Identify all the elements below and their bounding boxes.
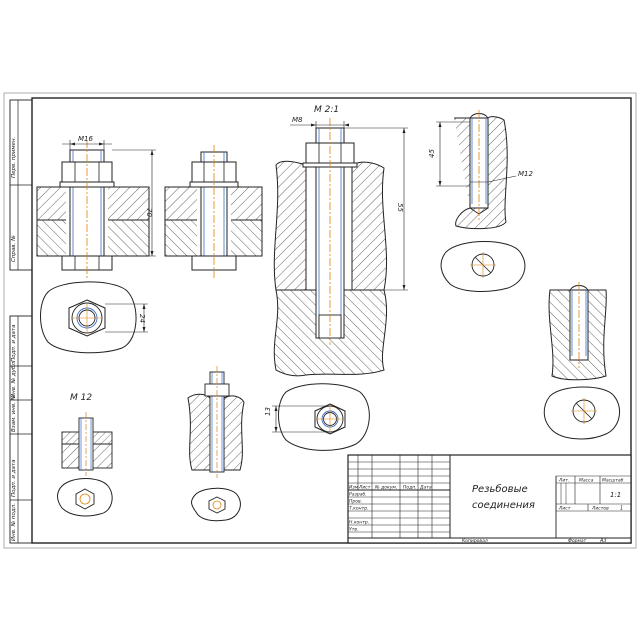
sheet-label: Лист: [558, 506, 571, 512]
mass-label: Масса: [579, 478, 594, 484]
sheets-value: 1: [620, 506, 623, 512]
strip-label-7: Инв. № подл.: [11, 503, 17, 541]
dim-55: 55: [396, 203, 404, 212]
strip-label-4: Инв. № дубл.: [11, 360, 17, 398]
dim-24: 24: [138, 314, 146, 323]
sheets-label: Листов: [591, 506, 609, 512]
scale-value: 1:1: [610, 491, 621, 499]
row-tkontr: Т.контр.: [349, 506, 369, 512]
title-block: Изм Лист № докум. Подп. Дата Разраб. Про…: [347, 454, 632, 544]
dim-m16: M16: [78, 135, 93, 143]
sheet-outer-border: [3, 92, 637, 549]
view-hole-m12: 45 M12: [428, 110, 533, 230]
dim-m12-left: M 12: [70, 393, 92, 403]
row-nkontr: Н.контр.: [349, 520, 369, 526]
scale-label: Масштаб: [602, 478, 624, 484]
view-screw: [187, 366, 245, 478]
view-plan-m16: 24: [40, 281, 148, 354]
row-utv: Утв.: [349, 527, 358, 533]
strip-label-5: Взам. инв. №: [11, 394, 17, 432]
strip-label-6: Подп. и дата: [11, 459, 17, 497]
lit-label: Лит.: [558, 478, 569, 484]
col-sign: Подп.: [403, 485, 417, 491]
side-strip: Перв. примен. Справ. № Подп. и дата Инв.…: [9, 99, 33, 544]
dim-13: 13: [264, 407, 272, 416]
view-plan-m12: [57, 478, 113, 517]
view-bolt-m12: M 12: [61, 393, 113, 476]
doc-title-line2: соединения: [472, 500, 535, 511]
format-value: A3: [599, 538, 607, 544]
dim-45: 45: [428, 149, 436, 158]
dim-70: 70: [145, 208, 153, 217]
view-plan-hole: [440, 241, 526, 292]
view-bolt-2: [164, 145, 263, 278]
view-plan-screw: [191, 487, 241, 522]
strip-label-1: Перв. примен.: [11, 136, 17, 178]
strip-label-2: Справ. №: [11, 235, 17, 262]
col-izm: Изм: [349, 485, 359, 491]
view-bolt-m16: M16 70: [36, 135, 156, 278]
view-plan-hole-right: [543, 386, 621, 440]
col-list: Лист: [358, 485, 371, 491]
view-stud-m8: M 2:1 M8 55: [273, 105, 408, 377]
dim-m12-right: M12: [518, 170, 533, 178]
strip-label-3: Подп. и дата: [11, 324, 17, 362]
view-plan-m8: 13: [264, 383, 370, 451]
col-date: Дата: [419, 485, 432, 491]
dim-m8: M8: [292, 116, 303, 124]
copied-label: Копировал: [462, 538, 488, 544]
row-prov: Пров.: [349, 499, 362, 505]
dim-scale: M 2:1: [314, 105, 339, 115]
row-razrab: Разраб.: [349, 492, 367, 498]
col-doc: № докум.: [374, 485, 397, 491]
format-label: Формат: [568, 538, 587, 544]
doc-title-line1: Резьбовые: [472, 483, 528, 495]
view-hole-right: [548, 282, 607, 381]
